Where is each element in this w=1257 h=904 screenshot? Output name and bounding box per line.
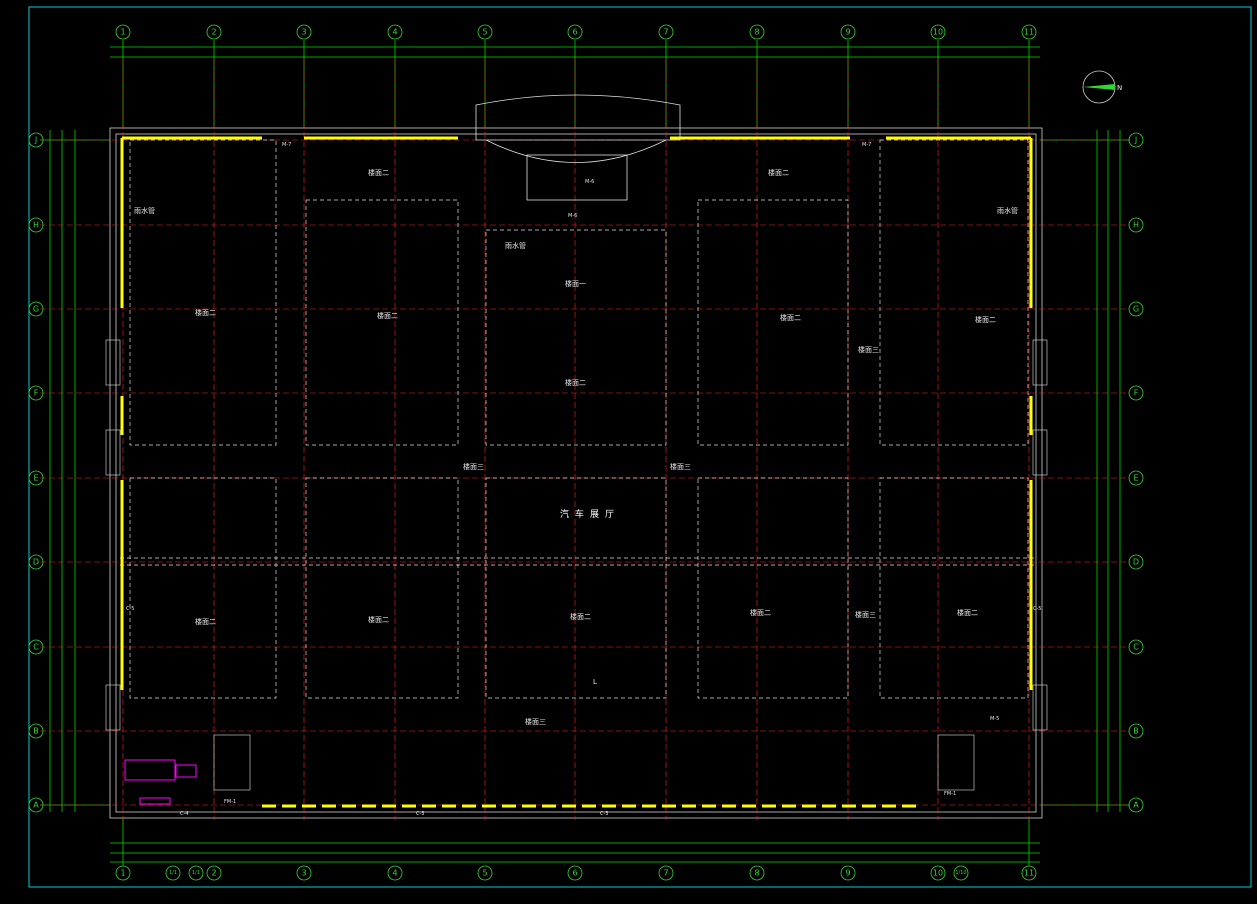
door-tag: M-7 — [862, 142, 871, 148]
room-label: 楼面二 — [377, 311, 398, 320]
axis-top-9: 9 — [845, 28, 850, 37]
north-label: N — [1117, 84, 1122, 92]
axis-grid — [40, 60, 1130, 820]
room-label: 楼面二 — [570, 612, 591, 621]
axis-bottom-7: 7 — [663, 869, 668, 878]
axis-bottom-2: 2 — [211, 869, 216, 878]
axis-left-C: C — [33, 643, 39, 652]
room-label: 楼面二 — [780, 313, 801, 322]
axis-top-7: 7 — [663, 28, 668, 37]
axis-left-B: B — [33, 727, 39, 736]
axis-bottom-9: 9 — [845, 869, 850, 878]
axis-bottom-8: 8 — [754, 869, 759, 878]
axis-bottom-1-1b: 1/1 — [192, 870, 200, 876]
room-label: 楼面二 — [768, 168, 789, 177]
corner-mark: L — [593, 678, 597, 686]
axis-bottom-1: 1 — [120, 869, 125, 878]
door-tag: C-3 — [600, 811, 608, 817]
axis-right-H: H — [1133, 221, 1139, 230]
sheet-border — [28, 6, 1252, 888]
room-label: 楼面二 — [195, 617, 216, 626]
axis-top-1: 1 — [120, 28, 125, 37]
axis-bottom-6: 6 — [572, 869, 577, 878]
room-label: 楼面二 — [565, 378, 586, 387]
axis-top-4: 4 — [392, 28, 397, 37]
room-label: 楼面二 — [750, 608, 771, 617]
entrance-canopy — [475, 94, 681, 201]
axis-bottom-10: 10 — [933, 869, 943, 878]
room-label: 楼面三 — [855, 610, 876, 619]
axis-bubbles-side — [28, 132, 1144, 813]
axis-right-A: A — [1133, 801, 1139, 810]
axis-top-6: 6 — [572, 28, 577, 37]
room-label: 楼面二 — [195, 308, 216, 317]
axis-bottom-11: 11 — [1024, 869, 1034, 878]
room-label: 楼面三 — [463, 462, 484, 471]
door-tag: FM-1 — [224, 799, 236, 805]
door-tag: C-5 — [1033, 606, 1041, 612]
downpipe-note: 雨水管 — [134, 206, 155, 215]
axis-top-2: 2 — [211, 28, 216, 37]
downpipe-note: 雨水管 — [997, 206, 1018, 215]
axis-top-11: 11 — [1024, 28, 1034, 37]
axis-left-F: F — [34, 389, 39, 398]
downpipe-note: 雨水管 — [505, 241, 526, 250]
building-outline — [109, 127, 1043, 819]
axis-right-E: E — [1133, 474, 1138, 483]
axis-left-G: G — [33, 305, 39, 314]
hall-label: 汽车展厅 — [560, 508, 620, 520]
axis-top-8: 8 — [754, 28, 759, 37]
walls — [120, 136, 1033, 808]
door-tag: FM-1 — [944, 791, 956, 797]
door-tag: M-7 — [282, 142, 291, 148]
dimension-lines — [40, 40, 1130, 866]
axis-left-E: E — [33, 474, 38, 483]
axis-bottom-1-1a: 1/1 — [169, 870, 177, 876]
door-tag: C-3 — [416, 811, 424, 817]
stairs — [105, 339, 1048, 791]
floor-zones — [120, 139, 1035, 699]
axis-top-10: 10 — [933, 28, 943, 37]
door-tag: C-4 — [180, 811, 188, 817]
room-label: 楼面二 — [957, 608, 978, 617]
room-label: 楼面二 — [368, 615, 389, 624]
axis-left-H: H — [33, 221, 39, 230]
room-label: 楼面三 — [525, 717, 546, 726]
axis-right-B: B — [1133, 727, 1139, 736]
axis-right-C: C — [1133, 643, 1139, 652]
room-label: 楼面二 — [368, 168, 389, 177]
axis-bubbles-top — [115, 24, 1037, 40]
room-label: 楼面三 — [858, 345, 879, 354]
axis-bubbles-bottom — [115, 865, 1037, 881]
door-tag: M-6 — [585, 179, 594, 185]
north-arrow — [1082, 70, 1116, 104]
axis-left-D: D — [33, 558, 39, 567]
room-label: 楼面一 — [565, 279, 586, 288]
axis-right-J: J — [1134, 136, 1137, 145]
door-tag: M-6 — [568, 213, 577, 219]
room-label: 楼面二 — [975, 315, 996, 324]
axis-left-A: A — [33, 801, 39, 810]
room-label: 楼面三 — [670, 462, 691, 471]
axis-right-G: G — [1133, 305, 1139, 314]
axis-bottom-1-10: 1/10 — [955, 870, 966, 876]
door-tag: C-5 — [126, 606, 134, 612]
axis-bottom-3: 3 — [301, 869, 306, 878]
axis-top-5: 5 — [482, 28, 487, 37]
axis-right-D: D — [1133, 558, 1139, 567]
axis-left-J: J — [34, 136, 37, 145]
axis-right-F: F — [1134, 389, 1139, 398]
axis-top-3: 3 — [301, 28, 306, 37]
equipment-room — [124, 759, 197, 805]
door-tag: M-5 — [990, 716, 999, 722]
axis-bottom-5: 5 — [482, 869, 487, 878]
axis-bottom-4: 4 — [392, 869, 397, 878]
